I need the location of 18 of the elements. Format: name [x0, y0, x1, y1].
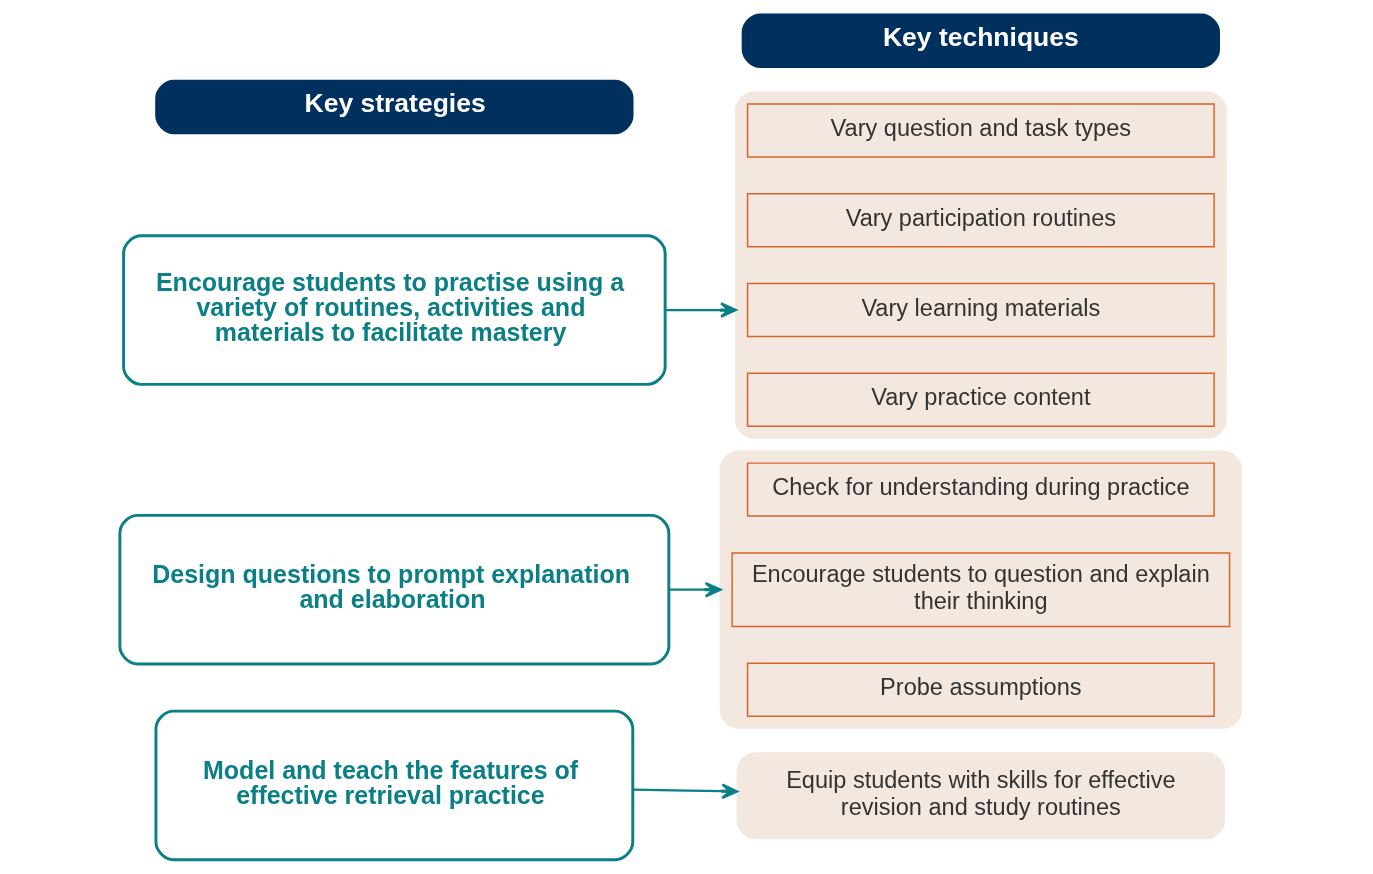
- node-box: Equip students with skills for effective revision and study routines: [736, 752, 1226, 840]
- node-box: Vary practice content: [746, 372, 1215, 428]
- node-box: Design questions to prompt explanation and elaboration: [118, 513, 671, 666]
- node-box: Vary question and task types: [746, 103, 1215, 158]
- node-box: Check for understanding during practice: [746, 462, 1215, 517]
- node-box: Model and teach the features of effective retrieval practice: [154, 709, 635, 862]
- node-box: Encourage students to question and explain their thinking: [731, 552, 1231, 628]
- node-box: Key techniques: [741, 13, 1220, 68]
- arrow: [665, 302, 737, 318]
- arrow: [633, 783, 739, 799]
- node-box: Vary learning materials: [746, 282, 1215, 338]
- node-box: Probe assumptions: [746, 662, 1215, 717]
- node-box: Vary participation routines: [746, 193, 1215, 248]
- cluster: [735, 91, 1227, 439]
- node-box: Encourage students to practise using a variety of routines, activities and materials to facilitate mastery: [122, 234, 667, 386]
- node-box: Key strategies: [155, 79, 634, 135]
- arrow: [669, 581, 722, 598]
- cluster: [719, 450, 1243, 729]
